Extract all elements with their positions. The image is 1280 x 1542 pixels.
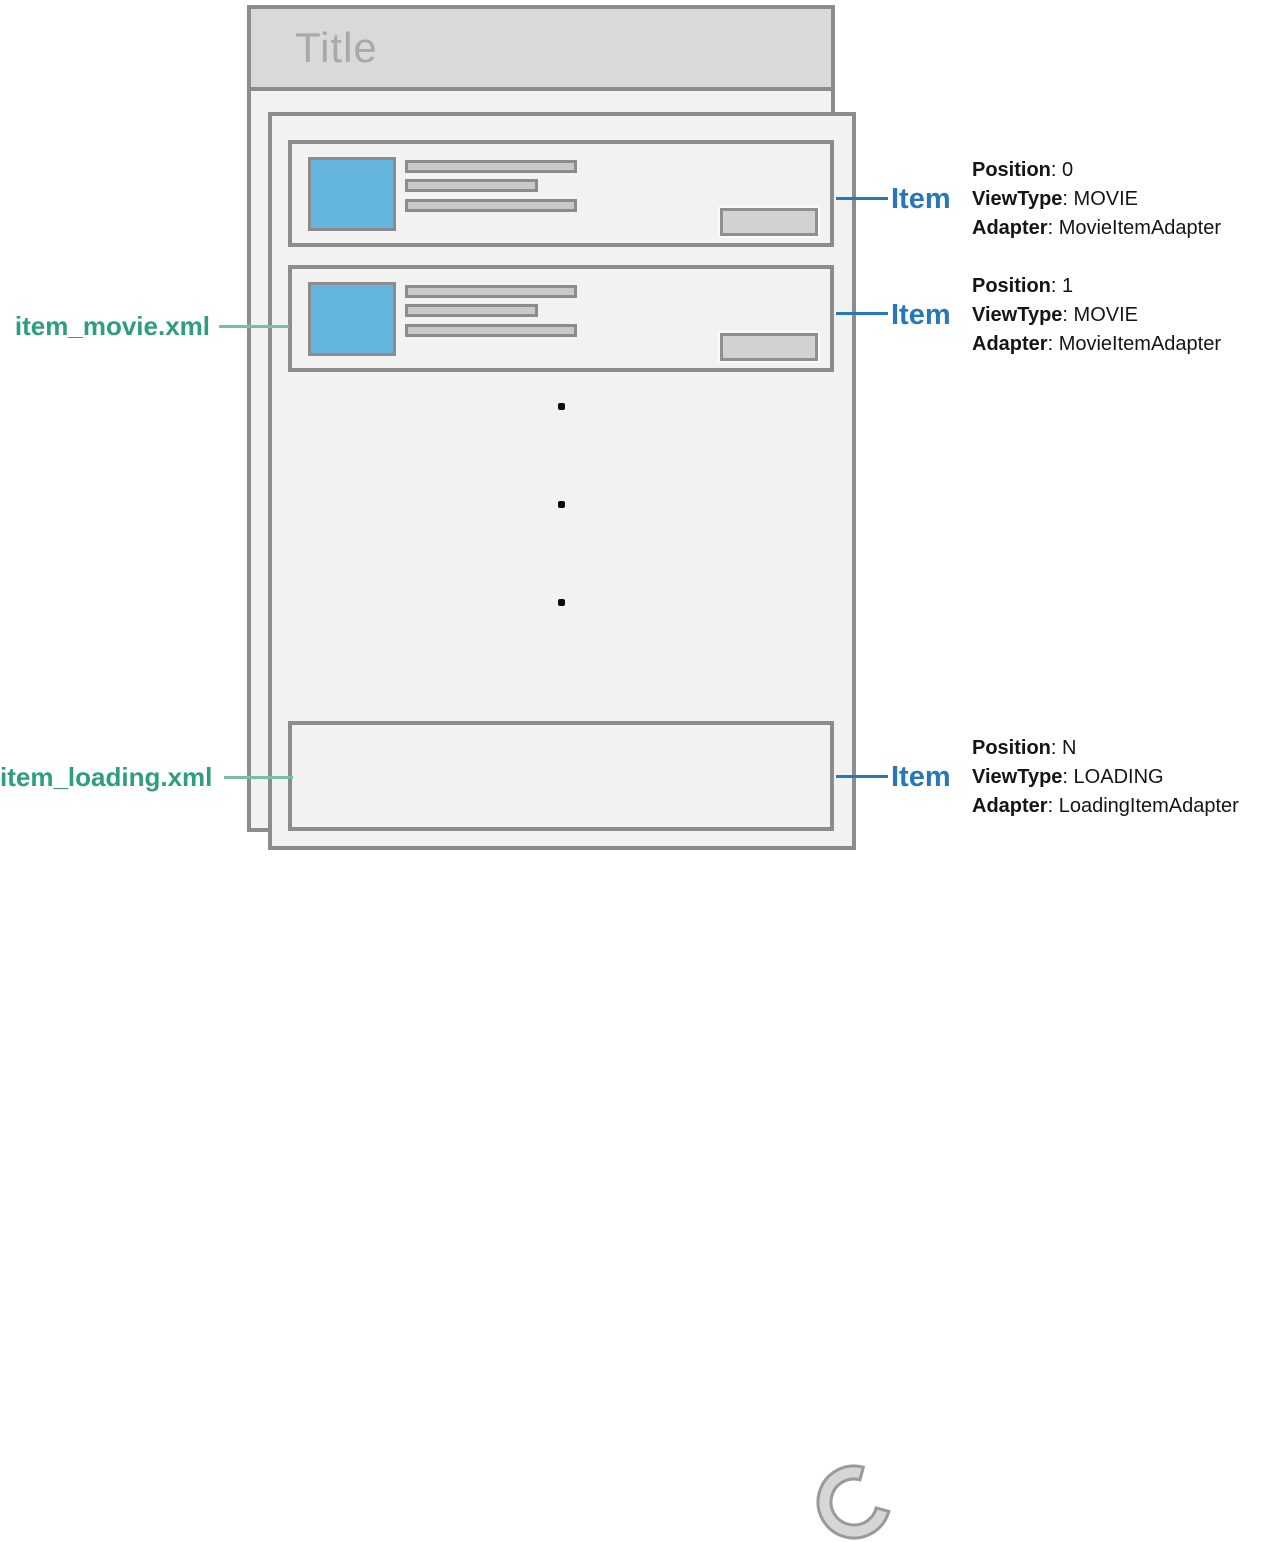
text-line-bar <box>405 199 577 212</box>
annotation-viewtype-line: ViewType: MOVIE <box>972 304 1138 326</box>
annotation-position-line: Position: 1 <box>972 275 1074 297</box>
annotation-viewtype-line: ViewType: MOVIE <box>972 188 1138 210</box>
annotation-block-1: Position: 1 ViewType: MOVIE Adapter: Mov… <box>972 272 1272 359</box>
annotation-block-0: Position: 0 ViewType: MOVIE Adapter: Mov… <box>972 156 1272 243</box>
text-line-bar <box>405 304 538 317</box>
text-line-bar <box>405 324 577 337</box>
item-loading-xml-label: item_loading.xml <box>0 762 213 792</box>
ellipsis-dot <box>558 501 565 508</box>
ellipsis-dot <box>558 403 565 410</box>
action-button-placeholder <box>718 206 820 238</box>
action-button-placeholder <box>718 331 820 363</box>
loading-item-card <box>288 721 891 1540</box>
annotation-position-line: Position: 0 <box>972 159 1074 181</box>
text-line-bar <box>405 160 577 173</box>
text-line-bar <box>405 285 577 298</box>
annotation-adapter-line: Adapter: LoadingItemAdapter <box>972 795 1239 817</box>
connector-line-item-1 <box>836 312 888 315</box>
annotation-adapter-line: Adapter: MovieItemAdapter <box>972 333 1221 355</box>
item-label-0: Item <box>891 183 951 215</box>
connector-line-item-n <box>836 775 888 778</box>
movie-thumbnail-placeholder <box>308 282 396 356</box>
diagram-canvas: { "diagram": { "window": { "title": "Tit… <box>0 5 1272 1540</box>
connector-line-item-loading <box>224 776 293 779</box>
movie-item-card-1 <box>288 265 834 372</box>
annotation-adapter-line: Adapter: MovieItemAdapter <box>972 217 1221 239</box>
text-line-bar <box>405 179 538 192</box>
loading-spinner-icon <box>816 1464 891 1540</box>
item-movie-xml-label: item_movie.xml <box>14 311 210 341</box>
ellipsis-dot <box>558 599 565 606</box>
movie-thumbnail-placeholder <box>308 157 396 231</box>
connector-line-item-movie <box>219 325 289 328</box>
item-label-1: Item <box>891 299 951 331</box>
movie-item-card-0 <box>288 140 834 247</box>
item-label-n: Item <box>891 761 951 793</box>
page-title: Title <box>295 24 378 71</box>
annotation-viewtype-line: ViewType: LOADING <box>972 766 1164 788</box>
connector-line-item-0 <box>836 197 888 200</box>
annotation-block-n: Position: N ViewType: LOADING Adapter: L… <box>972 734 1272 821</box>
title-bar: Title <box>251 9 831 91</box>
annotation-position-line: Position: N <box>972 737 1077 759</box>
